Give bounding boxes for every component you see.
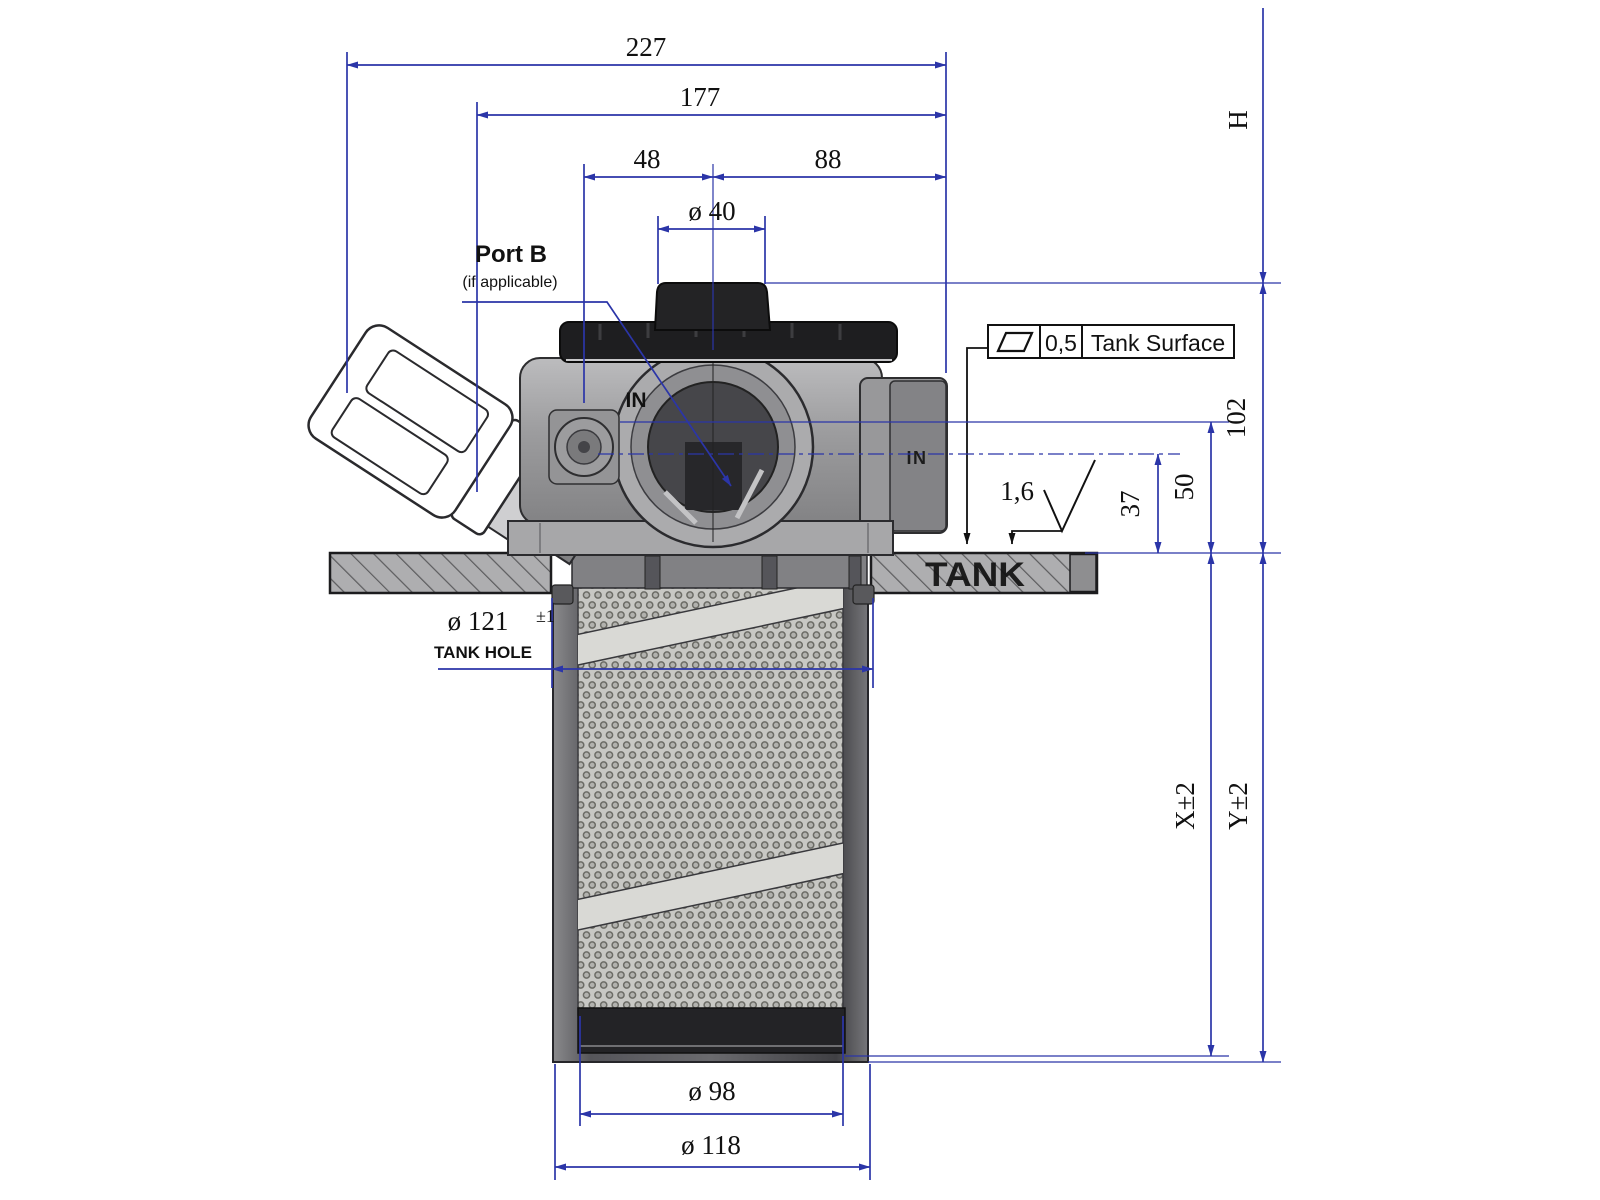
tank-label: TANK [925,556,1025,594]
dim-label-H: H [1223,110,1253,130]
port-b-center [578,441,590,453]
dim-label-48: 48 [634,144,661,174]
dim-label-50: 50 [1169,474,1199,501]
filter-head [507,282,948,556]
inlet-marking-top: IN [626,389,647,412]
mounting-stud-right [852,584,875,605]
dim-label-40: ø 40 [688,196,735,226]
roughness-leader [1008,530,1062,545]
dim-label-121: ø 121 [448,606,509,636]
inner-strut-right [734,468,765,520]
dim-label-227: 227 [626,32,667,62]
tank-hole-label: TANK HOLE [434,643,532,662]
side-port-face [889,380,947,532]
tank-plate-left [328,551,553,595]
dim-label-177: 177 [680,82,721,112]
roughness-symbol-icon [1043,459,1096,534]
flatness-datum-label: Tank Surface [1091,330,1225,356]
dim-label-118: ø 118 [681,1130,741,1160]
roughness-callout: 1,6 [1000,459,1096,545]
mounting-stud-left [551,584,574,605]
flatness-symbol-icon [996,331,1034,353]
mounting-flange-lower [551,552,875,605]
dim-label-37: 37 [1115,491,1145,518]
inlet-marking-side: IN [907,448,928,468]
tank-plate-right [869,551,1099,595]
port-b-leader [462,301,732,487]
dim-label-102: 102 [1221,398,1251,439]
dimension-linework [346,8,1281,1180]
knob-grip-bottom [330,397,449,496]
roughness-value: 1,6 [1000,476,1034,506]
dim-label-Y: Y±2 [1223,782,1253,830]
port-b-label: Port B [475,241,547,268]
dim-label-X: X±2 [1170,782,1200,830]
element-mesh [577,586,844,1016]
dim-label-88: 88 [815,144,842,174]
tank-plate-end [1069,553,1097,593]
flatness-callout: 0,5 Tank Surface [963,324,1235,545]
inner-strut-left [663,490,698,525]
port-b-note: (if applicable) [462,274,557,291]
flatness-value: 0,5 [1045,330,1077,356]
dim-label-121-tol: ±1 [536,606,555,626]
flatness-leader [963,347,990,545]
element-spiral-bands [578,587,843,934]
tank-plate [328,551,1099,595]
dim-label-98: ø 98 [688,1076,735,1106]
